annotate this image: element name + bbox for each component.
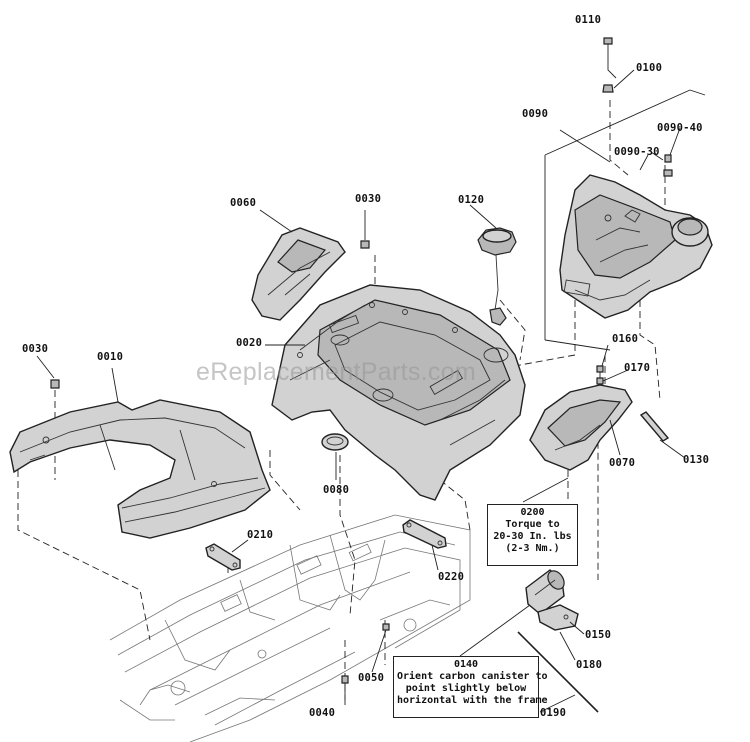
- bolt-0110-part: [603, 37, 617, 79]
- screw-0160-part: [596, 365, 604, 380]
- hose-0190-part: [517, 631, 599, 713]
- screw-0050-part: [382, 623, 390, 631]
- torque-note-part: 0200: [520, 507, 545, 518]
- callout-0220: 0220: [438, 571, 465, 583]
- callout-0090-40: 0090-40: [657, 122, 703, 134]
- callout-0210: 0210: [247, 529, 274, 541]
- handle-cover-part: [251, 227, 346, 321]
- callout-0180: 0180: [576, 659, 603, 671]
- callout-0100: 0100: [636, 62, 663, 74]
- callout-0090-30: 0090-30: [614, 146, 660, 158]
- callout-0090: 0090: [522, 108, 549, 120]
- bracket-0210-part: [205, 543, 241, 571]
- rod-0130-part: [639, 411, 670, 442]
- grommet-part: [321, 433, 349, 451]
- tank-kit-bracket: [544, 89, 706, 351]
- fuel-cap-part: [477, 227, 517, 326]
- screw-0040-part: [341, 675, 349, 684]
- callout-0060: 0060: [230, 197, 257, 209]
- canister-note-line-2: point slightly below: [405, 683, 527, 694]
- canister-note-line-1: Orient carbon canister to: [397, 671, 548, 682]
- callout-0030-upper: 0030: [355, 193, 382, 205]
- callout-0050: 0050: [358, 672, 385, 684]
- callout-0120: 0120: [458, 194, 485, 206]
- watermark: eReplacementParts.com: [196, 358, 477, 386]
- callout-0150: 0150: [585, 629, 612, 641]
- carbon-canister-part: [525, 569, 565, 615]
- canister-note-part: 0140: [453, 659, 479, 670]
- leader-lines: [111, 127, 686, 713]
- callout-0080: 0080: [323, 484, 350, 496]
- torque-note-line-1: Torque to: [505, 519, 560, 530]
- left-fender-part: [9, 399, 271, 539]
- callout-0070: 0070: [609, 457, 636, 469]
- callout-0160: 0160: [612, 333, 639, 345]
- callout-0130: 0130: [683, 454, 710, 466]
- canister-note-box: 0140 Orient carbon canister to point sli…: [393, 656, 548, 718]
- torque-note-line-3: (2-3 Nm.): [505, 543, 560, 554]
- tank-screw-part: [650, 151, 673, 177]
- chassis-frame: [109, 514, 471, 742]
- callout-0020: 0020: [236, 337, 263, 349]
- canister-note-line-3: horizontal with the frame: [397, 695, 548, 706]
- callout-0010: 0010: [97, 351, 124, 363]
- rear-cover-part: [529, 384, 633, 471]
- screw-0030-upper: [360, 210, 370, 249]
- fuel-tank-part: [559, 174, 713, 319]
- screw-0170-part: [596, 377, 604, 385]
- torque-note-box: 0200 Torque to 20-30 In. lbs (2-3 Nm.): [487, 504, 578, 566]
- callout-0030-left: 0030: [22, 343, 49, 355]
- nut-0100-part: [602, 69, 635, 93]
- callout-0190: 0190: [540, 707, 567, 719]
- torque-note-line-2: 20-30 In. lbs: [493, 531, 572, 542]
- callout-0110: 0110: [575, 14, 602, 26]
- rear-body-part: [271, 284, 526, 501]
- callout-0170: 0170: [624, 362, 651, 374]
- screw-0030-left: [36, 355, 60, 389]
- bracket-0220-part: [402, 519, 447, 549]
- callout-0040: 0040: [309, 707, 336, 719]
